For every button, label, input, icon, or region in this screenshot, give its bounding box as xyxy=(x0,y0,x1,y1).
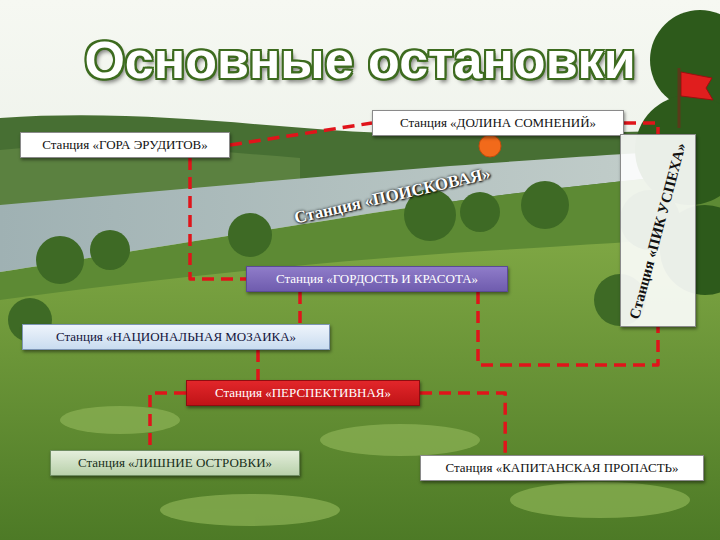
station-name: Станция «ПЕРСПЕКТИВНАЯ» xyxy=(196,385,410,401)
station-box: Станция «НАЦИОНАЛЬНАЯ МОЗАИКА» xyxy=(22,324,330,350)
river-bank xyxy=(0,172,720,540)
station-name: Станция «КАПИТАНСКАЯ ПРОПАСТЬ» xyxy=(430,460,694,476)
station-box: Станция «ПЕРСПЕКТИВНАЯ» xyxy=(186,380,420,406)
slide-title: Основные остановки xyxy=(0,30,720,90)
route-dashed-line xyxy=(298,292,302,324)
goal-station-box: Станция «ПИК УСПЕХА» xyxy=(620,134,696,327)
station-box: Станция «ДОЛИНА СОМНЕНИЙ» xyxy=(372,110,624,136)
route-dashed-line xyxy=(256,350,260,380)
station-box: Станция «ЛИШНИЕ ОСТРОВКИ» xyxy=(50,450,300,476)
station-name: Станция «ПИК УСПЕХА» xyxy=(626,141,689,321)
start-marker xyxy=(479,135,501,157)
meadow xyxy=(0,236,720,540)
flag xyxy=(681,72,713,100)
route-dashed-line xyxy=(420,393,505,455)
station-box: Станция «КАПИТАНСКАЯ ПРОПАСТЬ» xyxy=(420,455,704,481)
route-dashed-line xyxy=(624,123,658,134)
route-dashed-line xyxy=(230,123,372,145)
station-name: Станция «ГОРДОСТЬ И КРАСОТА» xyxy=(256,271,498,287)
station-name: Станция «ГОРА ЭРУДИТОВ» xyxy=(30,137,220,153)
station-name: Станция «ЛИШНИЕ ОСТРОВКИ» xyxy=(60,455,290,471)
station-name: Станция «ДОЛИНА СОМНЕНИЙ» xyxy=(382,115,614,131)
route-dashed-line xyxy=(190,158,246,279)
station-box: Станция «ГОРА ЭРУДИТОВ» xyxy=(20,132,230,158)
station-name: Станция «НАЦИОНАЛЬНАЯ МОЗАИКА» xyxy=(32,329,320,345)
flag-pole xyxy=(678,68,681,128)
station-box: Станция «ГОРДОСТЬ И КРАСОТА» xyxy=(246,266,508,292)
route-dashed-line xyxy=(150,393,186,450)
